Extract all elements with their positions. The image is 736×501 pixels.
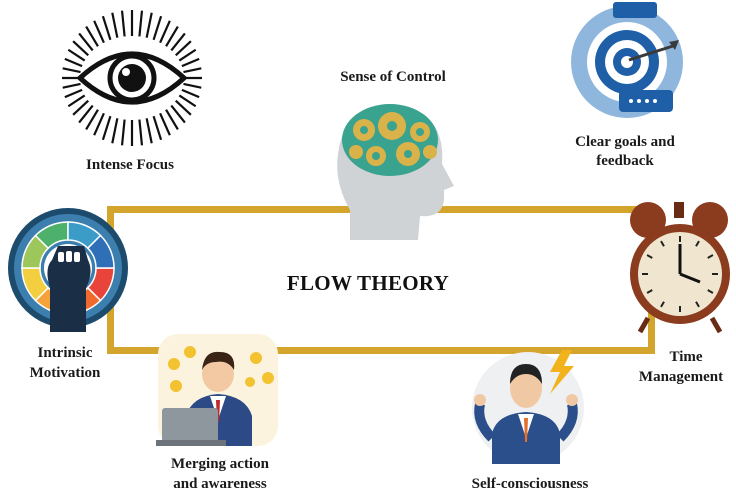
businessman-stressed-icon [472,350,584,464]
diagram-title: FLOW THEORY [286,271,450,295]
label-intrinsic-1: Intrinsic [37,345,93,361]
eye-icon [62,10,202,146]
label-merging-2: and awareness [173,476,267,492]
label-intense-focus: Intense Focus [86,157,174,173]
businessman-laptop-icon [156,334,278,446]
label-self-consciousness: Self-consciousness [471,476,589,492]
label-clear-goals-2: feedback [596,153,654,169]
motivation-fist-icon [8,208,128,332]
label-sense-of-control: Sense of Control [340,69,446,85]
brain-gears-icon [337,104,454,240]
alarm-clock-icon [630,202,730,334]
label-intrinsic-2: Motivation [29,365,101,381]
label-clear-goals-1: Clear goals and [575,134,675,150]
target-icon [571,2,683,118]
label-merging-1: Merging action [171,456,269,472]
label-time-1: Time [669,349,703,365]
label-time-2: Management [638,369,724,385]
